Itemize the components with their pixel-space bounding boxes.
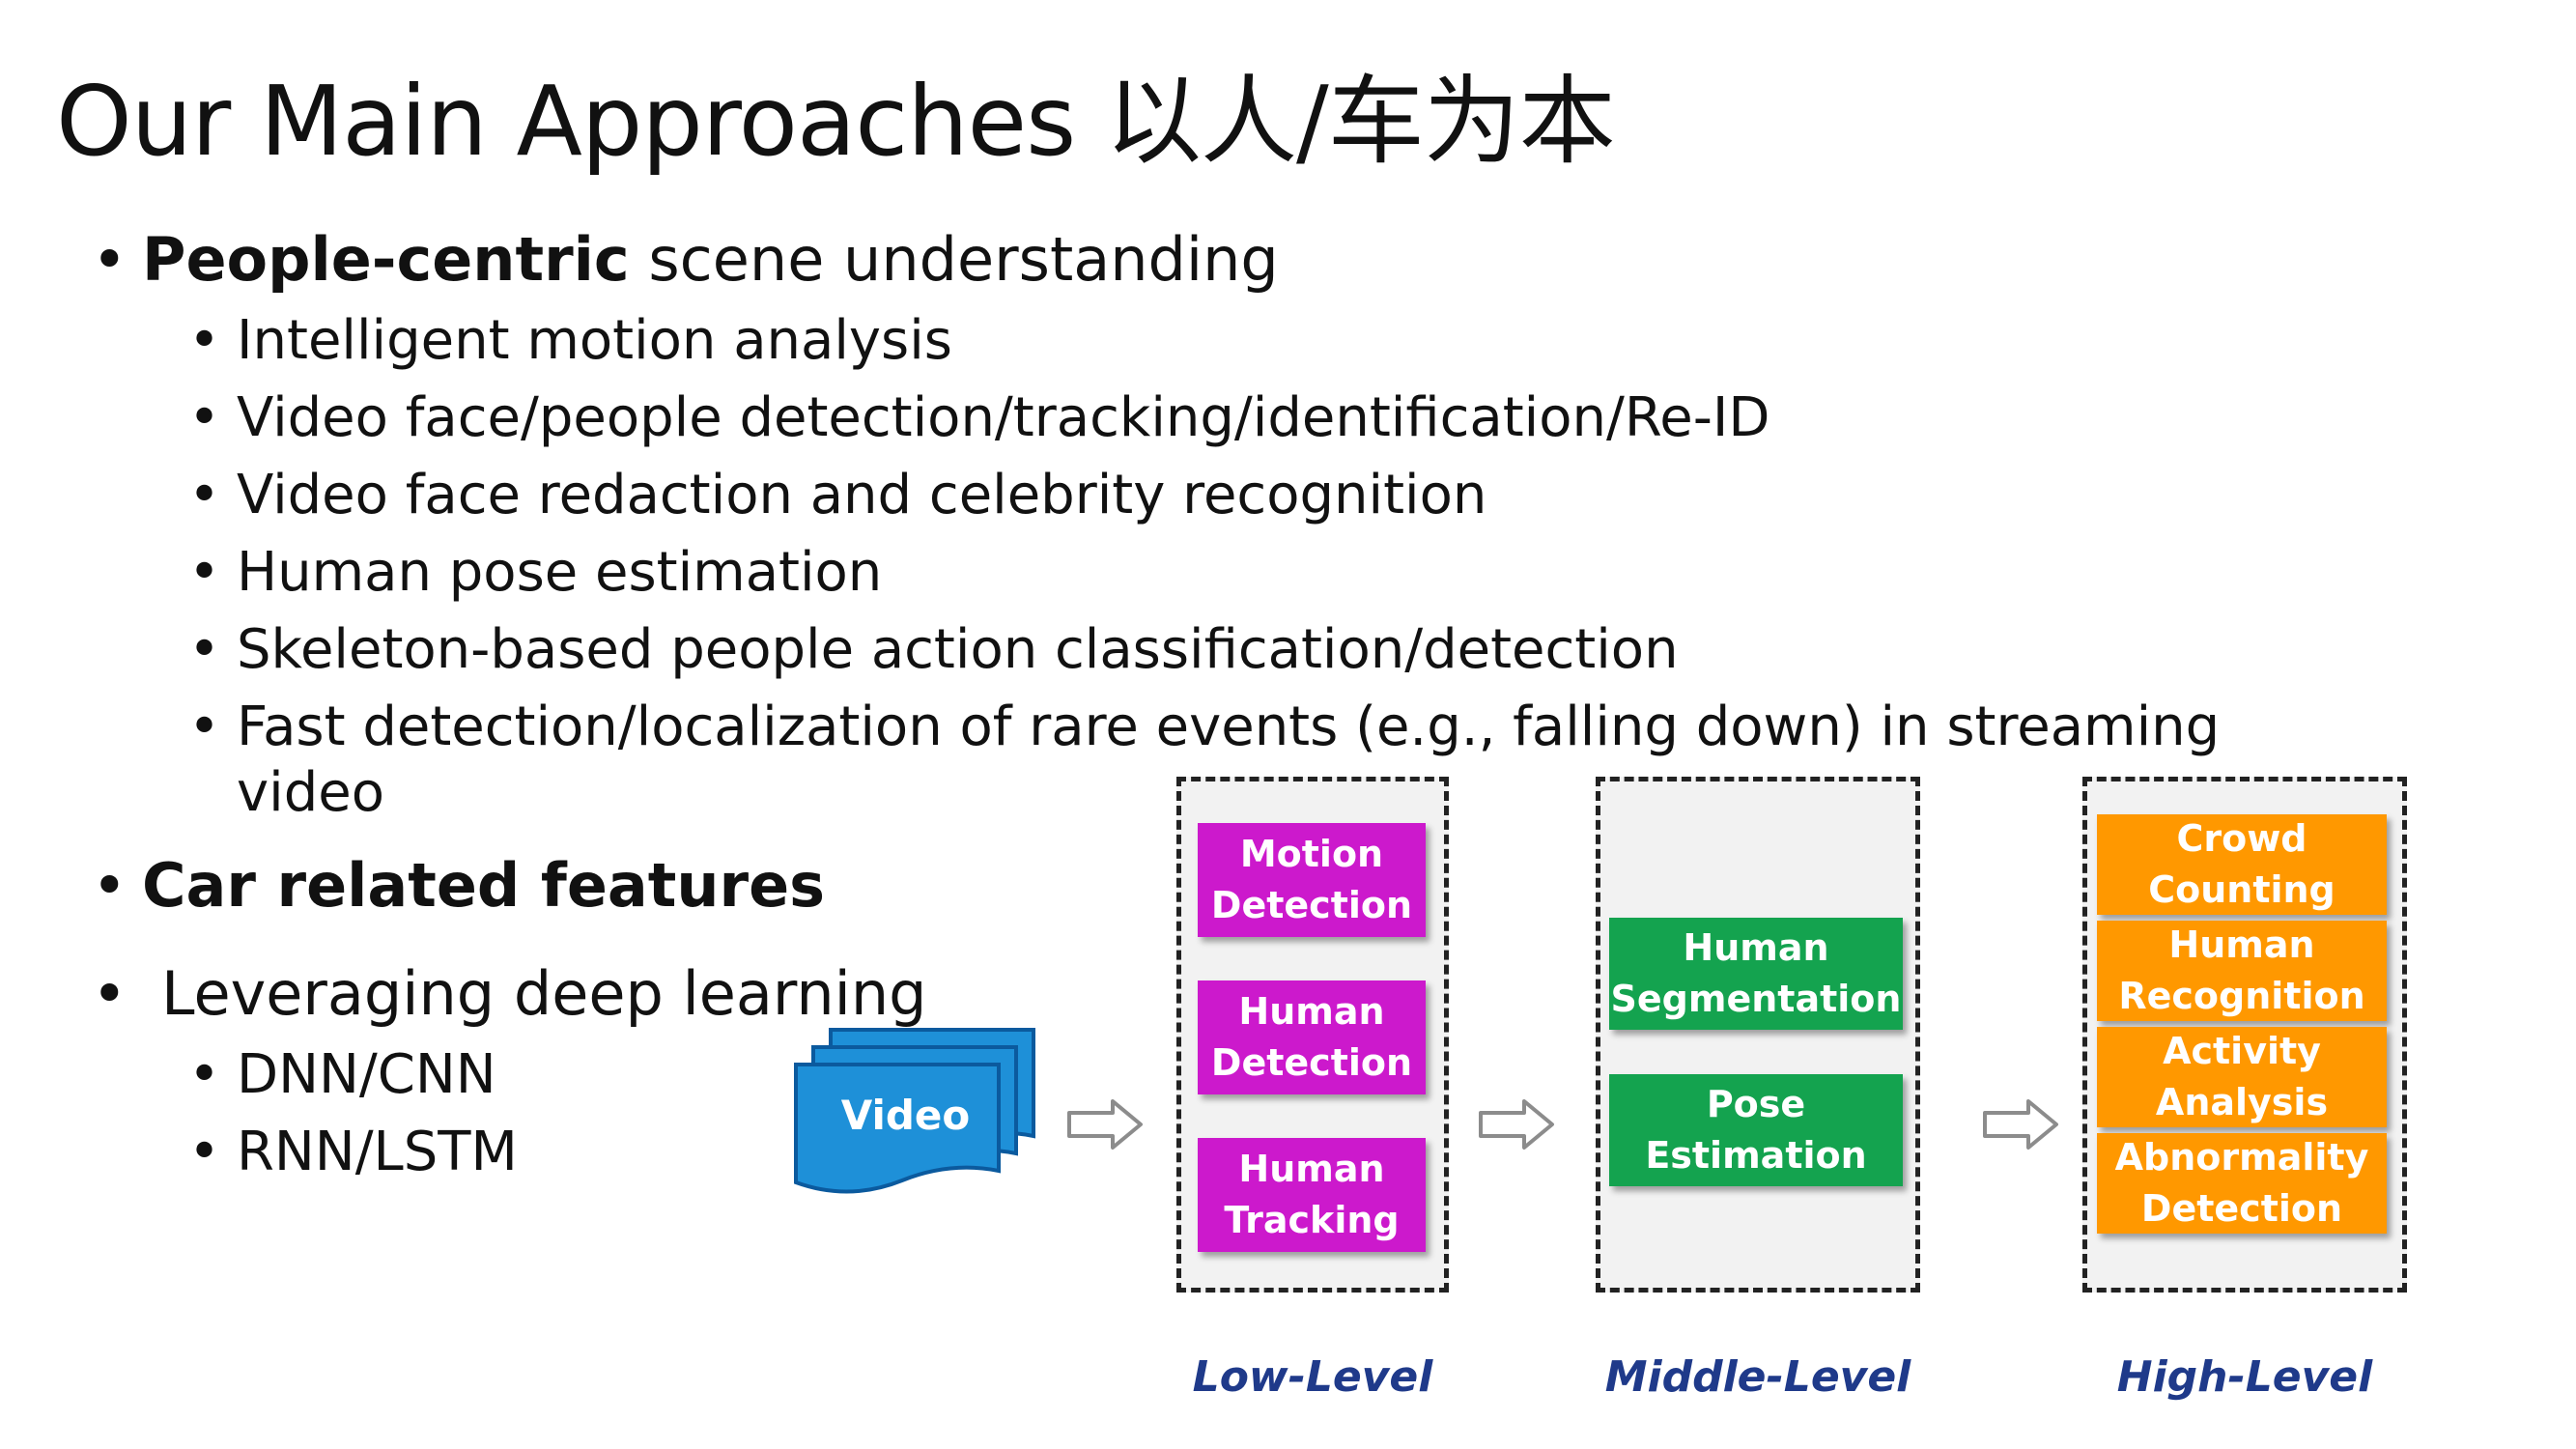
arrow-right-icon: [1479, 1099, 1554, 1150]
low-level-label: Low-Level: [1192, 1352, 1433, 1402]
arrow-right-icon: [1067, 1099, 1143, 1150]
high-level-item: Activity Analysis: [2097, 1027, 2387, 1127]
middle-level-item: Pose Estimation: [1609, 1074, 1903, 1186]
video-label: Video: [840, 1092, 971, 1139]
arrow-right-icon: [1983, 1099, 2058, 1150]
middle-level-item: Human Segmentation: [1609, 918, 1903, 1030]
high-level-item: Crowd Counting: [2097, 814, 2387, 915]
low-level-item: Human Detection: [1198, 980, 1426, 1094]
video-stack-icon: [794, 1028, 1035, 1194]
low-level-item: Motion Detection: [1198, 823, 1426, 937]
low-level-item: Human Tracking: [1198, 1138, 1426, 1252]
slide-title: Our Main Approaches 以人/车为本: [56, 65, 1616, 178]
middle-level-group: [1596, 777, 1920, 1293]
middle-level-label: Middle-Level: [1604, 1352, 1911, 1402]
high-level-item: Human Recognition: [2097, 921, 2387, 1021]
high-level-label: High-Level: [2116, 1352, 2373, 1402]
high-level-item: Abnormality Detection: [2097, 1133, 2387, 1234]
